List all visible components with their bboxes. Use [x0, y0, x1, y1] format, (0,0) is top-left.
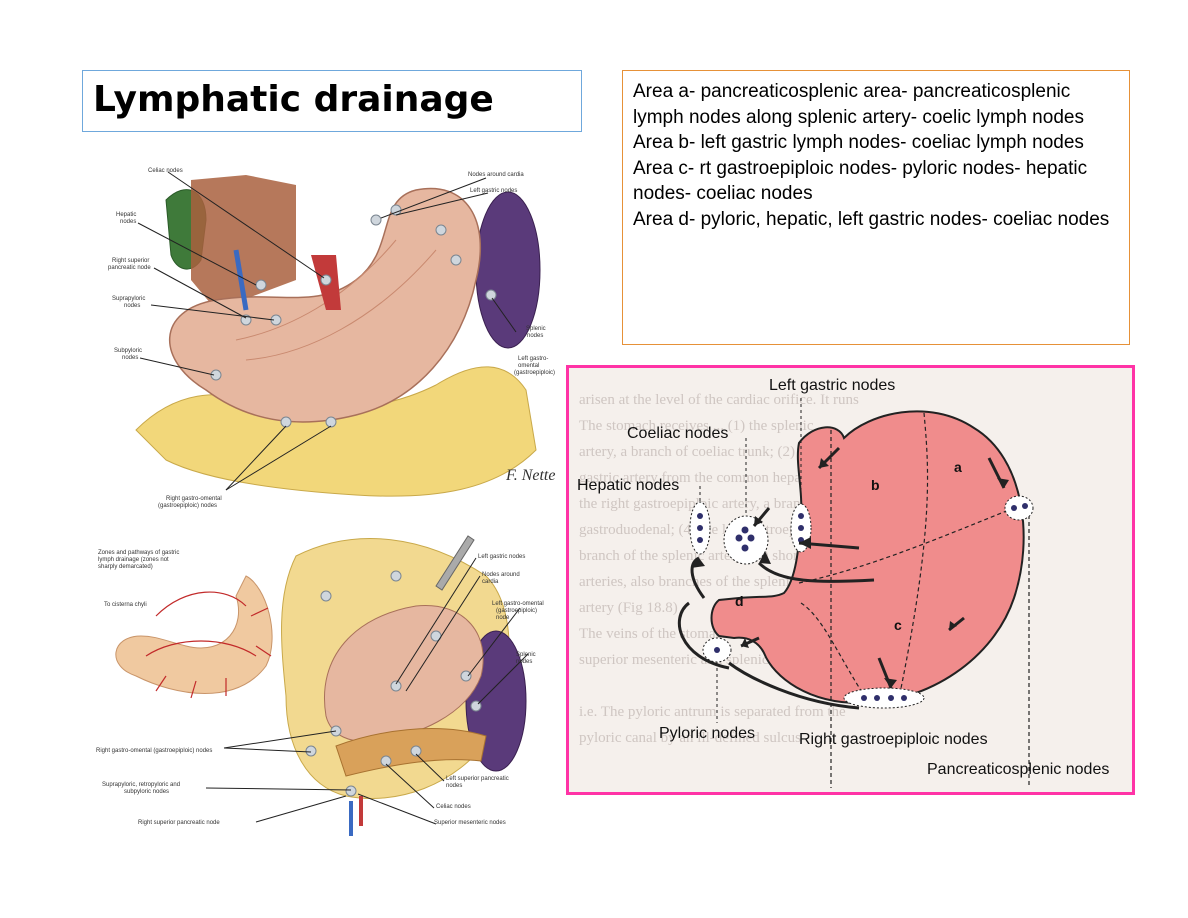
label-hepatic-2: nodes	[120, 219, 136, 225]
svg-text:i.e. The pyloric antrum is sep: i.e. The pyloric antrum is separated fro…	[579, 704, 846, 720]
svg-text:F. Netter: F. Netter	[505, 467, 556, 484]
label-cardia-2: cardia	[482, 579, 499, 585]
label-cisterna-chyli: To cisterna chyli	[104, 602, 147, 608]
label-pyloric-nodes: Pyloric nodes	[659, 725, 755, 742]
label-celiac-b: Celiac nodes	[436, 804, 471, 810]
label-sup-mes: Superior mesenteric nodes	[434, 820, 506, 826]
label-pancreaticosplenic-nodes: Pancreaticosplenic nodes	[927, 761, 1109, 778]
label-hepatic-1: Hepatic	[116, 212, 136, 218]
label-lsp-2: nodes	[446, 783, 462, 789]
stomach-lymph-diagram: arisen at the level of the cardiac orifi…	[566, 365, 1135, 795]
svg-text:artery, a branch of coeliac tr: artery, a branch of coeliac trunk; (2) t…	[579, 444, 850, 460]
title-box: Lymphatic drainage	[82, 70, 582, 132]
slide-title: Lymphatic drainage	[93, 79, 494, 120]
diagram-svg: arisen at the level of the cardiac orifi…	[577, 377, 1109, 788]
label-lgo-2: omental	[518, 363, 539, 369]
label-suprapyloric-1: Suprapyloric	[112, 296, 145, 302]
label-right-gastroepiploic-nodes: Right gastroepiploic nodes	[799, 731, 988, 748]
label-lgo-1: Left gastro-	[518, 356, 548, 362]
label-area-b: b	[871, 477, 880, 493]
note-area-b: Area b- left gastric lymph nodes- coelia…	[633, 132, 1084, 153]
svg-text:artery (Fig 18.8): artery (Fig 18.8)	[579, 600, 678, 616]
note-area-a: Area a- pancreaticosplenic area- pancrea…	[633, 81, 1084, 128]
label-area-d: d	[735, 593, 744, 609]
anatomy-bottom-svg: Zones and pathways of gastric lymph drai…	[96, 516, 556, 842]
label-splenic-2: nodes	[527, 333, 543, 339]
svg-text:arisen at the level of the car: arisen at the level of the cardiac orifi…	[579, 392, 859, 408]
label-zones-2: lymph drainage (zones not	[98, 557, 169, 563]
anatomy-top-svg: F. Netter Celiac nodes Nodes around card…	[96, 160, 556, 512]
label-zones-1: Zones and pathways of gastric	[98, 550, 179, 556]
label-rgo-2: (gastroepiploic) nodes	[158, 503, 217, 509]
label-subpyloric-2: nodes	[122, 355, 138, 361]
label-lsp-1: Left superior pancreatic	[446, 776, 509, 782]
label-splenic-b-2: nodes	[516, 659, 532, 665]
svg-text:The stomach receives ... (1) t: The stomach receives ... (1) the splenic	[579, 418, 814, 434]
label-rsp-b: Right superior pancreatic node	[138, 820, 220, 826]
label-lgo-b-3: node	[496, 615, 510, 621]
label-lgo-b-2: (gastroepiploic)	[496, 608, 537, 614]
svg-text:gastric artery from the common: gastric artery from the common hepatic;	[579, 470, 820, 486]
label-left-gastric-nodes-b: Left gastric nodes	[478, 554, 525, 560]
label-left-gastric-nodes: Left gastric nodes	[470, 188, 517, 194]
notes-box: Area a- pancreaticosplenic area- pancrea…	[622, 70, 1130, 345]
label-lgo-b-1: Left gastro-omental	[492, 601, 544, 607]
label-nodes-around-cardia: Nodes around cardia	[468, 172, 524, 178]
svg-text:pyloric canal by an ill-define: pyloric canal by an ill-defined sulcus	[579, 730, 801, 746]
svg-text:arteries, also branches of the: arteries, also branches of the splenic	[579, 574, 797, 590]
label-left-gastric-nodes-diagram: Left gastric nodes	[769, 377, 895, 394]
label-hepatic-nodes: Hepatic nodes	[577, 477, 679, 494]
label-cardia-1: Nodes around	[482, 572, 520, 578]
label-splenic-1: Splenic	[526, 326, 546, 332]
note-area-c: Area c- rt gastroepiploic nodes- pyloric…	[633, 157, 1088, 205]
label-celiac-nodes: Celiac nodes	[148, 168, 183, 174]
label-rsp-2: pancreatic node	[108, 265, 151, 271]
svg-text:branch of the splenic artery;: branch of the splenic artery; (5) short …	[579, 548, 846, 564]
svg-text:superior mesenteric and spleni: superior mesenteric and splenic veins.	[579, 652, 808, 668]
label-supra-b-1: Suprapyloric, retropyloric and	[102, 782, 180, 788]
label-coeliac-nodes: Coeliac nodes	[627, 425, 728, 442]
label-suprapyloric-2: nodes	[124, 303, 140, 309]
label-lgo-3: (gastroepiploic)	[514, 370, 555, 376]
label-supra-b-2: subpyloric nodes	[124, 789, 169, 795]
note-area-d: Area d- pyloric, hepatic, left gastric n…	[633, 208, 1110, 230]
label-rgo-b: Right gastro-omental (gastroepiploic) no…	[96, 748, 212, 754]
label-splenic-b-1: Splenic	[516, 652, 536, 658]
anatomy-illustration-top: F. Netter Celiac nodes Nodes around card…	[96, 160, 556, 512]
label-rgo-1: Right gastro-omental	[166, 496, 222, 502]
label-area-a: a	[954, 459, 962, 475]
label-area-c: c	[894, 617, 902, 633]
svg-text:the right gastroepiploic arter: the right gastroepiploic artery, a branc…	[579, 496, 853, 512]
label-zones-3: sharply demarcated)	[98, 564, 153, 570]
label-rsp-1: Right superior	[112, 258, 149, 264]
anatomy-illustration-bottom: Zones and pathways of gastric lymph drai…	[96, 516, 556, 842]
label-subpyloric-1: Subpyloric	[114, 348, 142, 354]
